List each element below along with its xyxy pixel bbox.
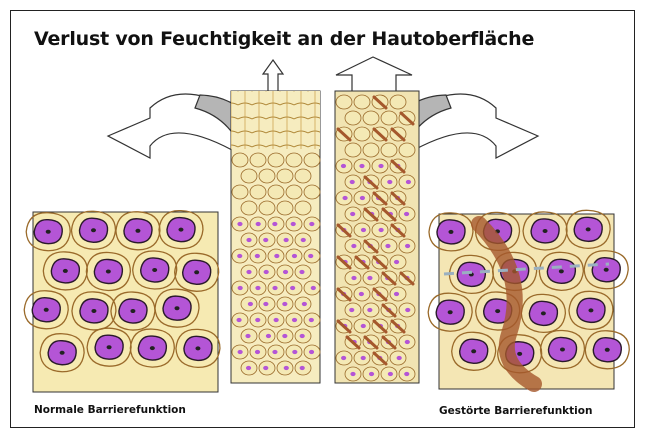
caption-normal-barrier: Normale Barrierefunktion [34,404,186,416]
normal-skin-column [231,91,320,383]
disturbed-skin-column [335,91,419,383]
disturbed-zoom-panel [428,210,629,389]
normal-zoom-panel [24,211,220,392]
caption-disturbed-barrier: Gestörte Barrierefunktion [439,405,592,417]
